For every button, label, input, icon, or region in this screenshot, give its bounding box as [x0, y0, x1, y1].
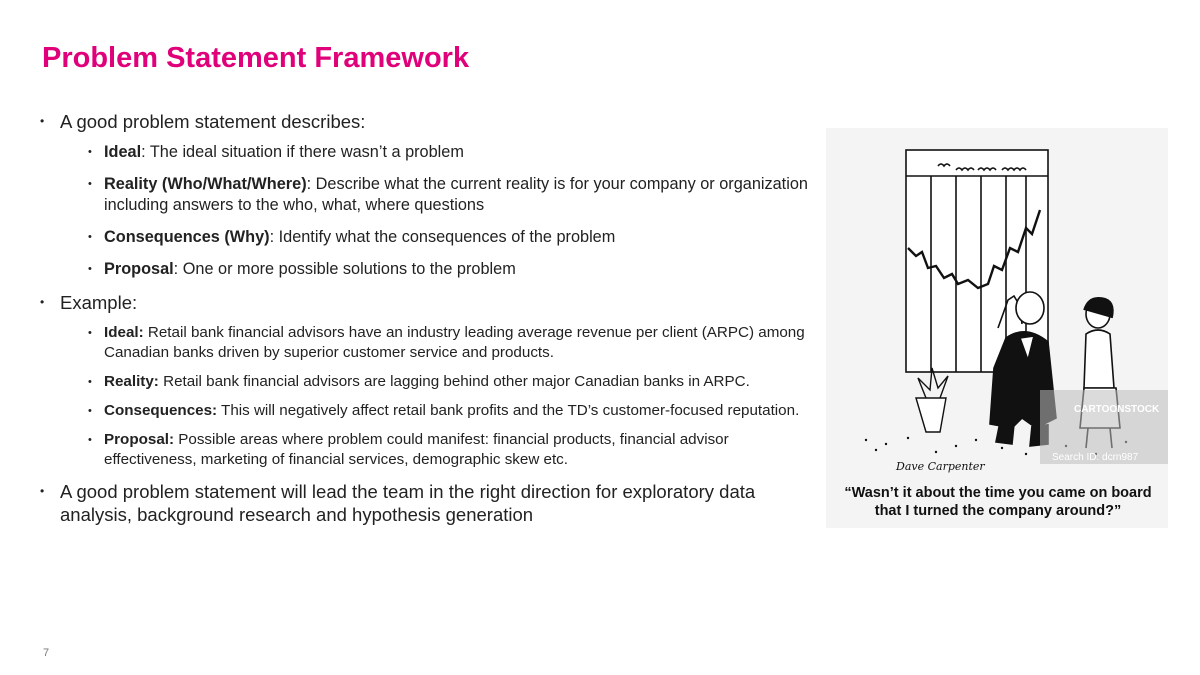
item-text: : Describe what the current reality is f… — [104, 175, 808, 214]
list-item: Proposal: Possible areas where problem c… — [82, 430, 820, 470]
cartoon-signature: Dave Carpenter — [895, 460, 985, 473]
example-list: Ideal: Retail bank financial advisors ha… — [82, 323, 820, 470]
bullet-conclusion: A good problem statement will lead the t… — [40, 480, 820, 526]
list-item: Ideal: The ideal situation if there wasn… — [82, 142, 820, 163]
item-text: Retail bank financial advisors are laggi… — [158, 373, 750, 390]
cartoon-caption: “Wasn’t it about the time you came on bo… — [844, 485, 1152, 519]
describes-list: Ideal: The ideal situation if there wasn… — [82, 142, 820, 280]
item-label: Reality (Who/What/Where) — [104, 175, 307, 193]
item-text: Possible areas where problem could manif… — [104, 431, 729, 468]
cartoon-drawing: CARTOONSTOCK Search ID: dcrn987 Dave Car… — [864, 149, 1168, 473]
item-label: Consequences: — [104, 402, 218, 419]
item-label: Proposal — [104, 260, 174, 278]
item-text: Retail bank financial advisors have an i… — [104, 324, 805, 361]
watermark-text: CARTOONSTOCK — [1074, 404, 1160, 415]
item-label: Consequences (Why) — [104, 228, 270, 246]
bullet-example: Example: — [40, 291, 820, 314]
list-item: Consequences (Why): Identify what the co… — [82, 227, 820, 248]
item-label: Proposal: — [104, 431, 175, 448]
item-text: : One or more possible solutions to the … — [173, 260, 516, 278]
slide-title: Problem Statement Framework — [42, 42, 470, 74]
item-label: Ideal — [104, 143, 142, 161]
list-item: Reality: Retail bank financial advisors … — [82, 372, 820, 392]
item-text: : Identify what the consequences of the … — [269, 228, 616, 246]
bullet-describes: A good problem statement describes: — [40, 110, 820, 133]
search-id-text: Search ID: dcrn987 — [1052, 452, 1139, 463]
list-item: Consequences: This will negatively affec… — [82, 401, 820, 421]
slide-body: A good problem statement describes: Idea… — [40, 110, 820, 535]
list-item: Reality (Who/What/Where): Describe what … — [82, 174, 820, 216]
cartoon-image: CARTOONSTOCK Search ID: dcrn987 Dave Car… — [826, 128, 1168, 528]
item-text: : The ideal situation if there wasn’t a … — [141, 143, 464, 161]
item-label: Ideal: — [104, 324, 144, 341]
page-number: 7 — [43, 647, 50, 659]
item-text: This will negatively affect retail bank … — [217, 402, 800, 419]
list-item: Proposal: One or more possible solutions… — [82, 259, 820, 280]
list-item: Ideal: Retail bank financial advisors ha… — [82, 323, 820, 363]
item-label: Reality: — [104, 373, 159, 390]
